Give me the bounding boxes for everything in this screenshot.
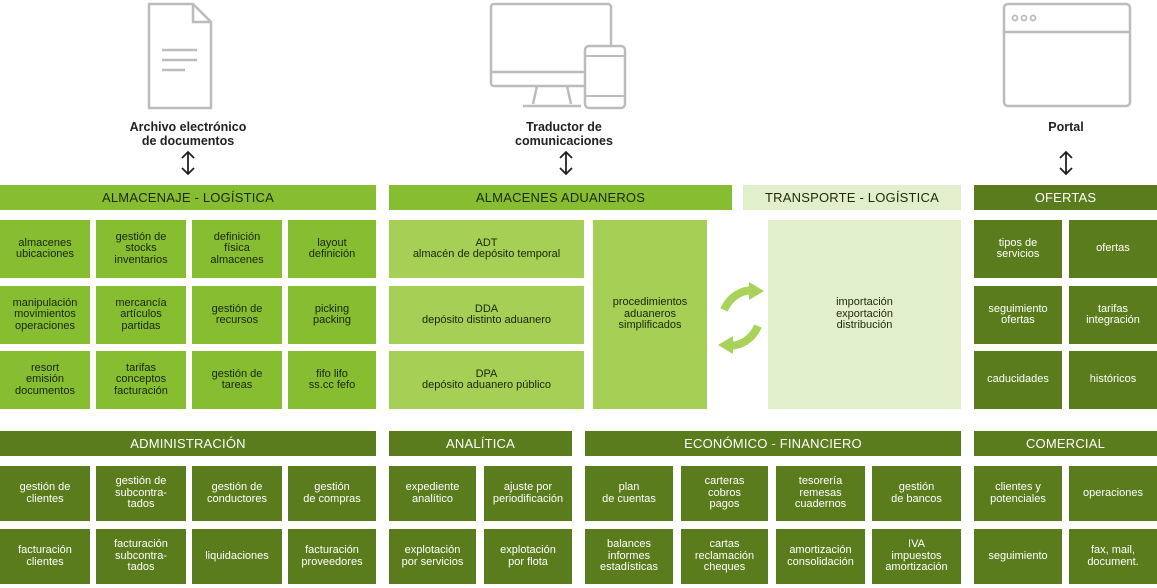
comercial-cell: fax, mail, document. (1069, 529, 1157, 584)
administracion-cell: gestión de compras (288, 466, 376, 521)
almacenaje-cell: gestión de stocks inventarios (96, 220, 186, 278)
administracion-cell: facturación clientes (0, 529, 90, 584)
economico-cell: cartas reclamación cheques (681, 529, 768, 584)
transporte-main: importación exportación distribución (768, 220, 961, 409)
almacenaje-cell: tarifas conceptos facturación (96, 351, 186, 409)
almacenaje-cell: almacenes ubicaciones (0, 220, 90, 278)
header-analitica: ANALÍTICA (389, 431, 572, 456)
comercial-cell: seguimiento (974, 529, 1062, 584)
economico-cell: carteras cobros pagos (681, 466, 768, 521)
economico-cell: tesorería remesas cuadernos (776, 466, 865, 521)
economico-cell: gestión de bancos (872, 466, 961, 521)
up-down-arrow-icon (181, 150, 195, 176)
almacenaje-cell: gestión de tareas (192, 351, 282, 409)
administracion-cell: gestión de clientes (0, 466, 90, 521)
analitica-cell: explotación por servicios (389, 529, 476, 584)
administracion-cell: facturación proveedores (288, 529, 376, 584)
header-comercial: COMERCIAL (974, 431, 1157, 456)
header-aduaneros: ALMACENES ADUANEROS (389, 185, 732, 210)
comercial-cell: operaciones (1069, 466, 1157, 521)
ofertas-cell: caducidades (974, 351, 1062, 409)
almacenaje-cell: gestión de recursos (192, 286, 282, 344)
ofertas-cell: seguimiento ofertas (974, 286, 1062, 344)
economico-cell: balances informes estadísticas (585, 529, 673, 584)
economico-cell: IVA impuestos amortización (872, 529, 961, 584)
portal-label: Portal (1048, 120, 1084, 134)
ofertas-cell: tipos de servicios (974, 220, 1062, 278)
almacenaje-cell: manipulación movimientos operaciones (0, 286, 90, 344)
comercial-cell: clientes y potenciales (974, 466, 1062, 521)
header-almacenaje: ALMACENAJE - LOGÍSTICA (0, 185, 376, 210)
almacenaje-cell: definición física almacenes (192, 220, 282, 278)
traductor-label: Traductor de comunicaciones (515, 120, 613, 148)
administracion-cell: liquidaciones (192, 529, 282, 584)
ofertas-cell: tarifas integración (1069, 286, 1157, 344)
header-economico: ECONÓMICO - FINANCIERO (585, 431, 961, 456)
aduaneros-adt: ADT almacén de depósito temporal (389, 220, 584, 278)
header-ofertas: OFERTAS (974, 185, 1157, 210)
almacenaje-cell: fifo lifo ss.cc fefo (288, 351, 376, 409)
ofertas-cell: históricos (1069, 351, 1157, 409)
ofertas-cell: ofertas (1069, 220, 1157, 278)
archivo-label: Archivo electrónico de documentos (129, 120, 247, 148)
header-transporte: TRANSPORTE - LOGÍSTICA (743, 185, 961, 210)
almacenaje-cell: mercancía artículos partidas (96, 286, 186, 344)
browser-window-icon (1002, 2, 1132, 108)
analitica-cell: explotación por flota (484, 529, 572, 584)
analitica-cell: expediente analítico (389, 466, 476, 521)
almacenaje-cell: layout definición (288, 220, 376, 278)
economico-cell: amortización consolidación (776, 529, 865, 584)
aduaneros-procedimientos: procedimientos aduaneros simplificados (593, 220, 707, 409)
administracion-cell: facturación subcontra- tados (96, 529, 186, 584)
header-administracion: ADMINISTRACIÓN (0, 431, 376, 456)
aduaneros-dpa: DPA depósito aduanero público (389, 351, 584, 409)
almacenaje-cell: resort emisión documentos (0, 351, 90, 409)
analitica-cell: ajuste por periodificación (484, 466, 572, 521)
almacenaje-cell: picking packing (288, 286, 376, 344)
document-icon (147, 2, 213, 110)
up-down-arrow-icon (1059, 150, 1073, 176)
administracion-cell: gestión de conductores (192, 466, 282, 521)
up-down-arrow-icon (559, 150, 573, 176)
administracion-cell: gestión de subcontra- tados (96, 466, 186, 521)
sync-arrows-icon (718, 282, 764, 354)
economico-cell: plan de cuentas (585, 466, 673, 521)
aduaneros-dda: DDA depósito distinto aduanero (389, 286, 584, 344)
computer-icon (489, 2, 627, 110)
